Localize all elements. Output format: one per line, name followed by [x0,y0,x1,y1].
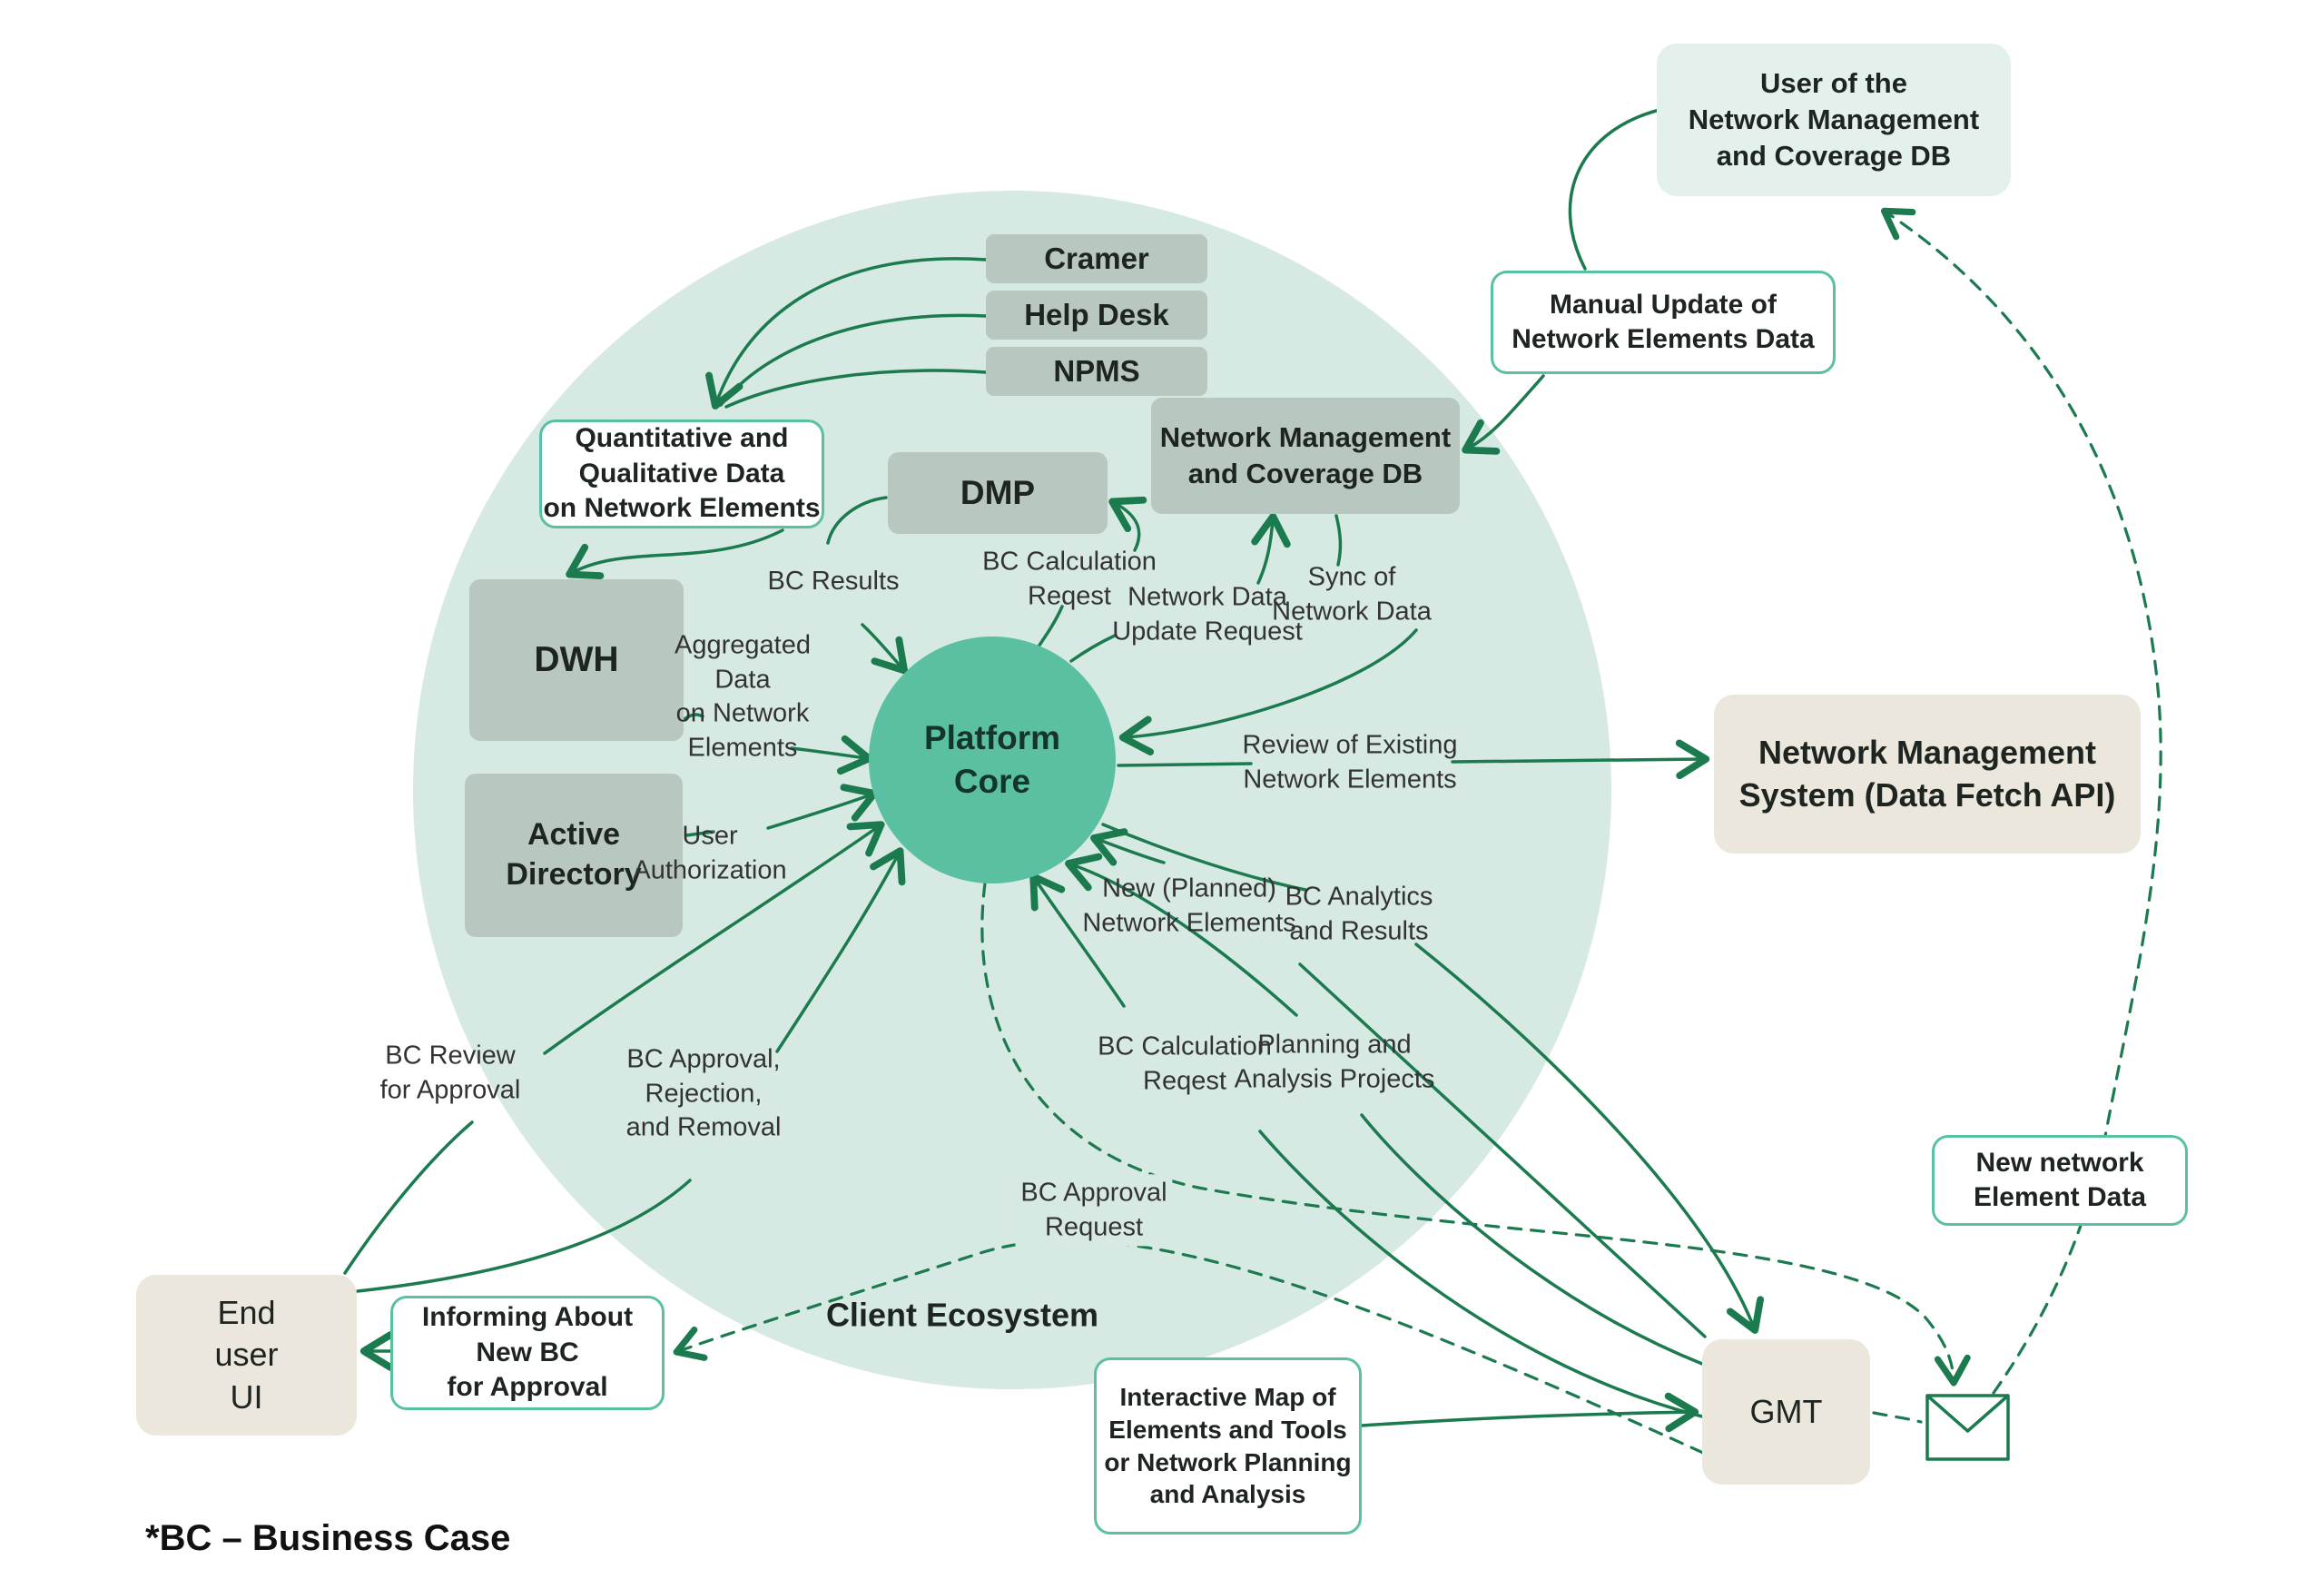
arrow-core-to-gmt-analytics-head [1414,942,1764,1334]
arrow-gmt-to-core-planning-head [1065,853,1298,1017]
arrow-cramer-to-quant [705,257,988,410]
envelope-icon [1925,1394,2010,1461]
node-dwh: DWH [469,579,684,741]
node-informing-about-new-bc: Informing About New BC for Approval [390,1296,665,1410]
node-dmp: DMP [888,452,1108,534]
arrow-map-to-gmt [1360,1392,1699,1433]
arrow-gmt-to-core-calc-tail [1258,1130,1704,1418]
footnote-bc-business-case: *BC – Business Case [145,1518,511,1558]
edge-label-network-data-update-request: Network Data Update Request [1112,582,1303,646]
arrow-core-to-nmcdb-tail [1069,634,1117,663]
dashed-core-to-envelope [980,882,1971,1387]
node-new-network-element-data: New network Element Data [1932,1135,2188,1226]
arrow-nmcdb-to-core-head [1118,628,1418,755]
arrow-dmp-to-core-head [861,623,909,675]
edge-label-user-authorization: User Authorization [633,821,787,884]
dashed-gmt-to-envelope [1872,1411,1923,1424]
arrow-gmt-to-core-calc-head [1029,873,1126,1008]
node-user-of-nmc-db: User of the Network Management and Cover… [1657,44,2011,196]
node-end-user-ui: End user UI [136,1275,357,1436]
arrow-helpdesk-to-quant [719,313,988,407]
arrow-quant-to-dwh [566,528,784,580]
arrow-enduser-to-core-review-tail [343,1120,474,1275]
edge-label-sync-of-network-data: Sync of Network Data [1272,562,1432,626]
arrow-core-to-nms-tail [1117,762,1253,767]
edge-label-bc-approval-request: BC Approval Request [1015,1174,1173,1247]
arrow-manual-to-nmcdb [1462,374,1545,455]
edge-label-bc-analytics: BC Analytics and Results [1285,882,1433,945]
edge-label-bc-calculation-request-top: BC Calculation Reqest [982,547,1157,610]
arrow-core-to-nmcdb-head [1251,512,1291,585]
node-quantitative-data: Quantitative and Qualitative Data on Net… [539,419,824,528]
node-manual-update: Manual Update of Network Elements Data [1491,271,1836,374]
arrow-user-to-manual [1568,107,1665,271]
node-platform-core: Platform Core [869,637,1116,883]
edge-label-bc-approval-rejection-removal: BC Approval, Rejection, and Removal [625,1044,782,1142]
edge-label-aggregated-data: Aggregated Data on Network Elements [675,630,811,763]
arrow-dwh-to-core-head [790,735,873,775]
node-network-management-coverage-db: Network Management and Coverage DB [1151,398,1460,514]
arrow-core-to-dmp-tail [1037,605,1064,648]
arrow-enduser-to-core-approval-tail [356,1179,692,1293]
arrow-ad-to-core-tail [684,830,715,837]
node-nms-data-fetch-api: Network Management System (Data Fetch AP… [1714,695,2141,854]
node-gmt: GMT [1702,1339,1870,1485]
node-interactive-map: Interactive Map of Elements and Tools or… [1094,1357,1362,1535]
arrow-npms-to-quant [724,369,988,409]
arrow-dmp-to-core-tail [826,496,888,545]
arrow-enduser-to-core-review-head [543,821,885,1055]
edge-label-bc-results: BC Results [767,567,900,597]
node-help-desk: Help Desk [986,291,1207,340]
edge-label-new-planned-elements: New (Planned) Network Elements [1082,873,1296,937]
edge-label-planning-analysis: Planning and Analysis Projects [1234,1030,1435,1093]
arrow-enduser-to-core-approval-head [775,847,906,1053]
client-ecosystem-label: Client Ecosystem [825,1296,1099,1334]
arrow-ad-to-core-head [766,784,878,830]
node-cramer: Cramer [986,234,1207,283]
arrow-dwh-to-core-tail [683,713,704,721]
arrow-core-to-gmt-analytics-tail [1101,823,1307,892]
arrow-nmcdb-to-core-tail [1334,514,1343,567]
edge-label-bc-review-for-approval: BC Review for Approval [379,1041,521,1104]
edge-label-review-of-existing: Review of Existing Network Elements [1242,730,1458,794]
node-npms: NPMS [986,347,1207,396]
edge-label-bc-calculation-request-bottom: BC Calculation Reqest [1098,1031,1272,1095]
arrow-gmt-to-core-newplanned-head [1090,828,1166,866]
arrow-gmt-to-core-newplanned-tail [1298,962,1707,1338]
dashed-envelope-to-user [1880,207,2162,1395]
arrow-gmt-to-core-planning-tail [1360,1113,1704,1366]
arrow-core-to-nms-head [1451,739,1710,780]
node-active-directory: Active Directory [465,774,683,937]
arrow-core-to-dmp-head [1108,496,1147,552]
